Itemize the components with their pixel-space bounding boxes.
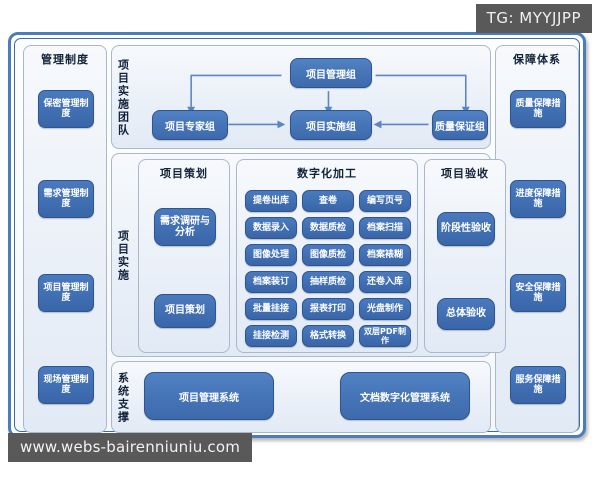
node-label: 总体验收: [446, 308, 486, 320]
node-label: 质量保证组: [435, 121, 485, 133]
node-check-volume[interactable]: 查卷: [302, 190, 354, 212]
node-label: 数据录入: [252, 222, 289, 233]
node-onsite-management[interactable]: 现场管理制度: [38, 366, 94, 404]
node-label: 项目专家组: [165, 121, 215, 133]
node-label: 服务保障措施: [515, 374, 561, 395]
node-label: 进度保障措施: [515, 188, 561, 209]
node-project-management-system[interactable]: 项目管理制度: [38, 274, 94, 312]
node-project-planning[interactable]: 项目策划: [154, 294, 216, 328]
panel-guarantee-system: 保障体系 质量保障措施 进度保障措施 安全保障措施 服务保障措施: [495, 45, 579, 433]
node-image-processing[interactable]: 图像处理: [245, 244, 297, 266]
node-quality-assurance-group[interactable]: 质量保证组: [432, 110, 488, 140]
panel-guarantee-system-title: 保障体系: [513, 53, 561, 66]
panel-project-acceptance-title: 项目验收: [441, 167, 489, 180]
node-phased-acceptance[interactable]: 阶段性验收: [437, 212, 495, 246]
panel-management-system-title: 管理制度: [41, 53, 89, 66]
panel-project-planning: 项目策划 需求调研与分析 项目策划: [138, 159, 230, 353]
node-label: 提卷出库: [252, 195, 289, 206]
node-label: 项目管理系统: [179, 392, 239, 404]
node-requirement-research-analysis[interactable]: 需求调研与分析: [154, 208, 216, 246]
node-project-management-platform[interactable]: 项目管理系统: [144, 372, 274, 420]
node-disc-production[interactable]: 光盘制作: [359, 298, 411, 320]
node-image-quality-inspection[interactable]: 图像质检: [302, 244, 354, 266]
node-dual-layer-pdf-production[interactable]: 双层PDF制作: [359, 325, 411, 347]
node-schedule-guarantee[interactable]: 进度保障措施: [510, 180, 566, 218]
node-confidentiality-management[interactable]: 保密管理制度: [38, 90, 94, 128]
panel-system-support-label: 系统支撑: [116, 372, 130, 424]
node-project-management-group[interactable]: 项目管理组: [290, 58, 372, 88]
node-label: 格式转换: [309, 330, 346, 341]
node-label: 图像质检: [309, 249, 346, 260]
diagram-outer-frame: 管理制度 保密管理制度 需求管理制度 项目管理制度 现场管理制度 保障体系 质量…: [8, 32, 586, 438]
node-label: 批量挂接: [252, 303, 289, 314]
node-label: 档案裱糊: [366, 249, 403, 260]
node-label: 项目实施组: [306, 121, 356, 133]
url-watermark-badge: www.webs-bairenniuniu.com: [8, 433, 253, 462]
node-report-printing[interactable]: 报表打印: [302, 298, 354, 320]
tg-watermark-badge: TG: MYYJJPP: [475, 4, 592, 33]
node-data-quality-inspection[interactable]: 数据质检: [302, 217, 354, 239]
node-label: 光盘制作: [366, 303, 403, 314]
node-label: 图像处理: [252, 249, 289, 260]
node-format-conversion[interactable]: 格式转换: [302, 325, 354, 347]
panel-digitization-processing: 数字化加工 提卷出库 数据录入 图像处理 档案装订 批量挂接 挂接检测: [236, 159, 418, 353]
node-safety-guarantee[interactable]: 安全保障措施: [510, 274, 566, 312]
node-label: 项目管理制度: [43, 282, 89, 303]
node-return-volume-inbound[interactable]: 还卷入库: [359, 271, 411, 293]
node-document-digitization-platform[interactable]: 文档数字化管理系统: [340, 372, 470, 420]
node-project-expert-group[interactable]: 项目专家组: [152, 110, 228, 140]
node-archive-mounting[interactable]: 档案裱糊: [359, 244, 411, 266]
node-label: 数据质检: [309, 222, 346, 233]
node-label: 安全保障措施: [515, 282, 561, 303]
node-label: 需求管理制度: [43, 188, 89, 209]
node-label: 保密管理制度: [43, 98, 89, 119]
node-quality-guarantee[interactable]: 质量保障措施: [510, 90, 566, 128]
node-label: 项目策划: [165, 305, 205, 317]
node-write-page-number[interactable]: 编写页号: [359, 190, 411, 212]
node-label: 双层PDF制作: [364, 326, 406, 345]
node-label: 阶段性验收: [441, 223, 491, 235]
panel-system-support: 系统支撑 项目管理系统 文档数字化管理系统: [111, 361, 491, 433]
node-label: 挂接检测: [252, 330, 289, 341]
node-requirement-management[interactable]: 需求管理制度: [38, 180, 94, 218]
node-label: 项目管理组: [306, 69, 356, 81]
node-retrieve-volume-outbound[interactable]: 提卷出库: [245, 190, 297, 212]
node-label: 还卷入库: [366, 276, 403, 287]
panel-project-planning-title: 项目策划: [160, 167, 208, 180]
node-label: 档案装订: [252, 276, 289, 287]
panel-implementation-team: 项目实施团队: [111, 45, 491, 149]
node-overall-acceptance[interactable]: 总体验收: [437, 298, 495, 330]
panel-project-acceptance: 项目验收 阶段性验收 总体验收: [424, 159, 506, 353]
panel-project-implementation-label: 项目实施: [116, 230, 130, 282]
node-label: 查卷: [318, 195, 337, 206]
node-label: 现场管理制度: [43, 374, 89, 395]
node-label: 质量保障措施: [515, 98, 561, 119]
node-data-entry[interactable]: 数据录入: [245, 217, 297, 239]
node-archive-scanning[interactable]: 档案扫描: [359, 217, 411, 239]
node-label: 文档数字化管理系统: [360, 392, 450, 404]
node-label: 报表打印: [309, 303, 346, 314]
panel-project-implementation: 项目实施 项目策划 需求调研与分析 项目策划 数字化加工 提卷出库: [111, 153, 506, 357]
node-service-guarantee[interactable]: 服务保障措施: [510, 366, 566, 404]
diagram-inner-frame: 管理制度 保密管理制度 需求管理制度 项目管理制度 现场管理制度 保障体系 质量…: [14, 38, 580, 433]
node-batch-linking[interactable]: 批量挂接: [245, 298, 297, 320]
panel-implementation-team-label: 项目实施团队: [116, 59, 130, 137]
panel-digitization-processing-title: 数字化加工: [297, 167, 357, 180]
node-link-detection[interactable]: 挂接检测: [245, 325, 297, 347]
node-project-implementation-group[interactable]: 项目实施组: [290, 110, 372, 140]
node-sampling-quality-inspection[interactable]: 抽样质检: [302, 271, 354, 293]
node-archive-binding[interactable]: 档案装订: [245, 271, 297, 293]
panel-management-system: 管理制度 保密管理制度 需求管理制度 项目管理制度 现场管理制度: [23, 45, 107, 433]
node-label: 编写页号: [366, 195, 403, 206]
node-label: 档案扫描: [366, 222, 403, 233]
node-label: 抽样质检: [309, 276, 346, 287]
node-label: 需求调研与分析: [160, 215, 210, 239]
